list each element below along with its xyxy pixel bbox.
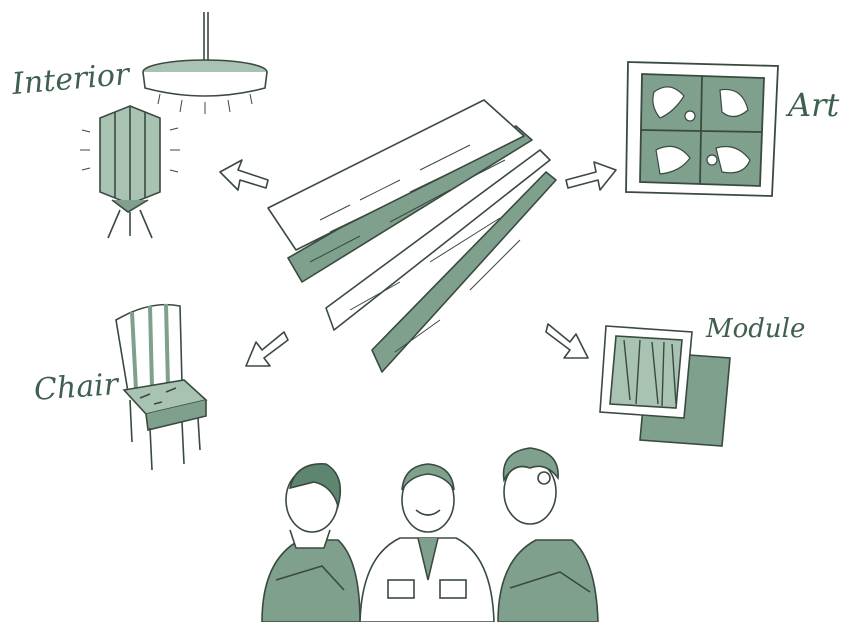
label-art: Art bbox=[788, 86, 839, 124]
chair bbox=[116, 304, 206, 470]
people-group bbox=[262, 448, 598, 622]
person-middle bbox=[360, 464, 494, 622]
veneer-sheets-group bbox=[268, 100, 556, 372]
table-lamp bbox=[80, 106, 180, 238]
arrow-to-art bbox=[566, 162, 616, 190]
person-left bbox=[262, 464, 360, 622]
label-module: Module bbox=[706, 314, 805, 344]
art-frame bbox=[626, 62, 778, 196]
arrow-to-module bbox=[546, 324, 588, 358]
arrow-to-interior bbox=[220, 160, 268, 190]
person-right bbox=[498, 448, 598, 622]
module-panels bbox=[600, 326, 730, 446]
pendant-lamp bbox=[143, 12, 267, 114]
arrow-to-chair bbox=[246, 332, 288, 366]
label-chair: Chair bbox=[33, 367, 119, 408]
